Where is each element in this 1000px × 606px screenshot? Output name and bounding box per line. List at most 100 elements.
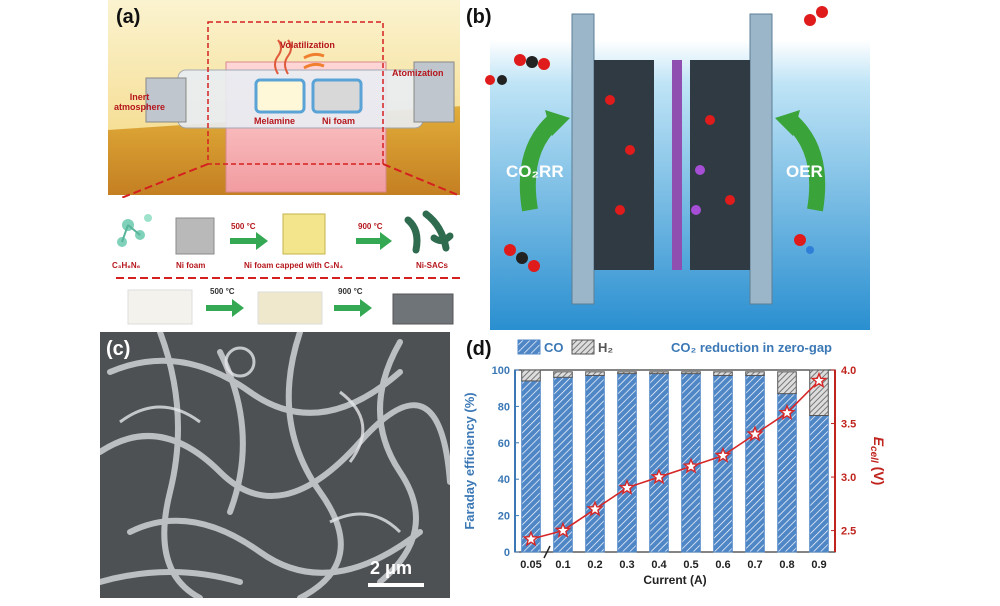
ecell-point — [650, 468, 668, 485]
step1-temp: 500 °C — [231, 222, 256, 231]
c3h6n6-label: C₃H₆N₆ — [112, 261, 141, 270]
ecell-point — [554, 521, 572, 538]
x-tick-label: 0.4 — [651, 559, 667, 571]
y-left-tick-label: 40 — [498, 474, 510, 486]
bar-h2 — [745, 371, 765, 376]
bar-h2 — [585, 371, 605, 376]
x-tick-label: 0.2 — [587, 559, 602, 571]
ecell-point — [618, 478, 636, 495]
arrow-icon — [356, 232, 392, 250]
legend-co-swatch — [517, 339, 541, 355]
photo-melamine — [127, 289, 193, 325]
ecell-point — [746, 425, 764, 442]
ecell-point — [522, 530, 540, 547]
co2rr-label: CO₂RR — [506, 162, 564, 181]
atomization-label: Atomization — [392, 68, 444, 78]
x-tick-label: 0.5 — [683, 559, 698, 571]
bar-h2 — [777, 371, 797, 395]
bar-co — [713, 374, 733, 553]
cathode-catalyst-layer — [594, 60, 654, 270]
bar-co — [745, 374, 765, 553]
bar-h2 — [809, 369, 829, 416]
inert-line1: Inert — [129, 92, 150, 102]
y-left-tick-label: 60 — [498, 438, 510, 450]
anode-catalyst-layer — [690, 60, 750, 270]
membrane — [672, 60, 682, 270]
x-tick-label: 0.1 — [555, 559, 570, 571]
bar-h2 — [521, 369, 541, 382]
bar-h2 — [649, 371, 669, 375]
ecell-point — [714, 446, 732, 463]
ni-sacs-tubes-icon — [404, 210, 454, 254]
scale-bar-label: 2 μm — [370, 558, 413, 578]
ni-foam-boat — [311, 78, 363, 114]
capped-foam-cube — [282, 213, 326, 255]
x-axis-label: Current (A) — [643, 573, 706, 587]
zoom-box — [207, 21, 384, 165]
chart-title: CO₂ reduction in zero-gap — [671, 340, 832, 355]
bar-h2 — [617, 371, 637, 375]
arrow-icon — [230, 232, 268, 250]
y-right-axis-label: Ecell (V) — [868, 437, 887, 486]
scale-bar — [368, 583, 424, 587]
x-tick-label: 0.05 — [520, 559, 541, 571]
panel-a-illustration — [108, 0, 478, 325]
y-left-axis-label: Faraday efficiency (%) — [462, 392, 477, 529]
y-right-tick-label: 2.5 — [841, 526, 856, 538]
inert-atmosphere-label: Inert atmosphere — [114, 92, 165, 112]
ecell-symbol: E — [871, 437, 887, 447]
ni-foam-furnace-label: Ni foam — [322, 116, 356, 126]
legend-h2-swatch — [571, 339, 595, 355]
arrow-icon — [334, 299, 372, 317]
bar-co — [649, 373, 669, 553]
x-tick-label: 0.7 — [747, 559, 762, 571]
panel-b-illustration — [460, 0, 880, 330]
panel-d-label: (d) — [466, 338, 492, 360]
y-right-tick-label: 3.5 — [841, 419, 856, 431]
legend-h2-label: H₂ — [598, 340, 613, 355]
ecell-line — [530, 380, 820, 540]
y-left-tick-label: 100 — [492, 365, 510, 377]
panel-b: (b) CO₂RR OER — [460, 0, 880, 330]
o2-water-molecules-icon — [691, 6, 828, 254]
bar-h2 — [713, 371, 733, 376]
photo-capped — [257, 291, 323, 325]
x-tick-label: 0.6 — [715, 559, 730, 571]
ecell-point — [778, 403, 796, 421]
cathode-plate — [571, 13, 595, 305]
right-flow-arrow-icon — [784, 113, 826, 212]
melamine-label: Melamine — [254, 116, 296, 126]
panel-b-label: (b) — [466, 6, 492, 28]
panel-a: (a) Volatilization Inert atmosphere Atom… — [108, 0, 478, 330]
legend-co-label: CO — [544, 340, 564, 355]
melamine-molecule-icon — [117, 214, 152, 247]
anode-plate — [749, 13, 773, 305]
y-right-tick-label: 3.0 — [841, 472, 856, 484]
axis-break — [543, 545, 551, 559]
panel-a-label: (a) — [116, 6, 141, 28]
inert-line2: atmosphere — [114, 102, 166, 112]
bar-h2 — [681, 371, 701, 375]
photo-step2-temp: 900 °C — [338, 287, 363, 296]
photo-step1-temp: 500 °C — [210, 287, 235, 296]
bar-co — [809, 415, 829, 553]
x-tick-label: 0.9 — [811, 559, 826, 571]
bar-h2 — [553, 371, 573, 378]
bar-co — [617, 373, 637, 553]
melamine-boat — [254, 78, 306, 114]
arrow-icon — [206, 299, 244, 317]
panel-c-label: (c) — [106, 338, 131, 360]
ecell-unit: (V) — [871, 463, 887, 486]
sem-image — [100, 332, 450, 598]
ni-foam-cube — [175, 217, 215, 255]
panel-c: (c) 2 μm — [100, 332, 450, 598]
x-tick-label: 0.8 — [779, 559, 794, 571]
ecell-point — [586, 500, 604, 517]
x-tick-label: 0.3 — [619, 559, 634, 571]
step2-temp: 900 °C — [358, 222, 383, 231]
y-left-tick-label: 80 — [498, 401, 510, 413]
bar-co — [521, 380, 541, 553]
y-left-tick-label: 20 — [498, 511, 510, 523]
